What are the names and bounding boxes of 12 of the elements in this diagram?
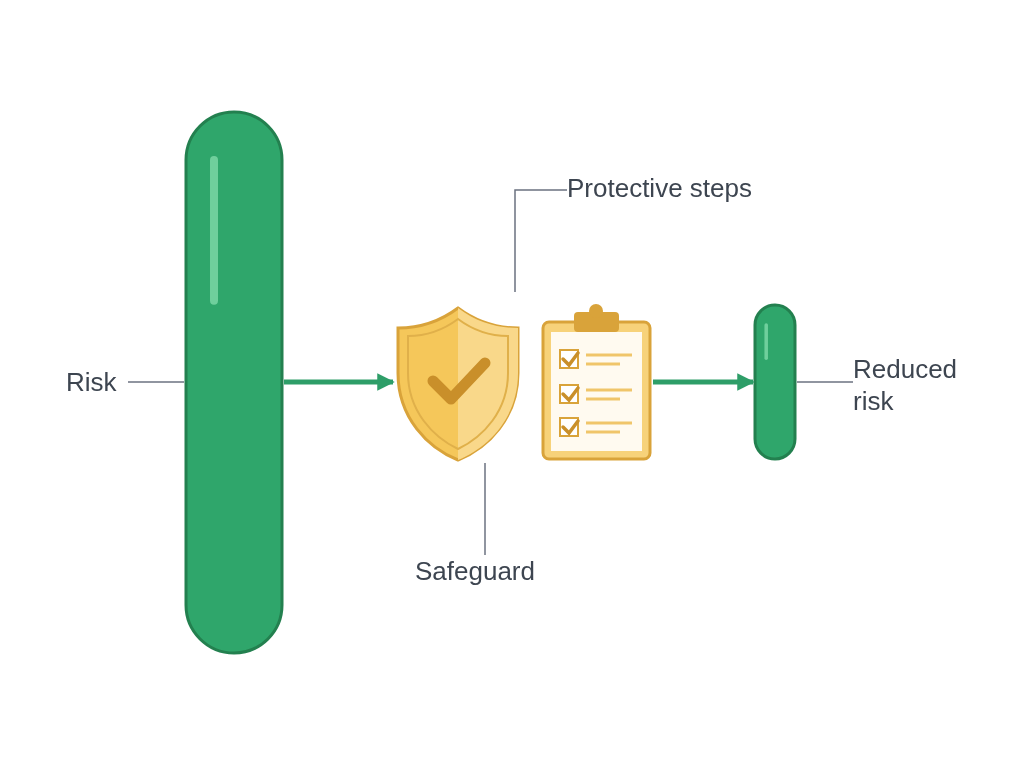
callout-label: Protective steps (567, 172, 787, 204)
leader-line (484, 462, 486, 556)
callout-label: Risk (66, 366, 128, 398)
arrow (284, 373, 395, 391)
leader-line (796, 381, 854, 383)
clipboard-drawing (540, 302, 653, 462)
callout-label: Safeguard (415, 555, 560, 587)
callout-label: Reduced risk (853, 353, 983, 417)
leader-line (127, 381, 185, 383)
leader-line (514, 189, 568, 293)
arrow (653, 373, 755, 391)
bar-drawing (753, 303, 797, 461)
